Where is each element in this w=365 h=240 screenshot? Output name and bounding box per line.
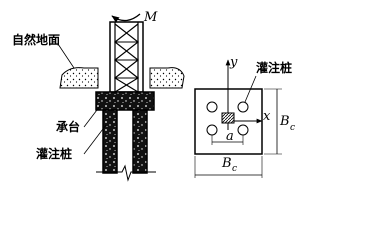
y-axis-label: y <box>229 55 238 70</box>
pile-plan-top-left <box>206 101 218 113</box>
moment-label: M <box>143 10 158 25</box>
moment-arrow <box>111 13 141 23</box>
height-dimension: B c <box>264 88 295 155</box>
plan-pile-label: 灌注桩 <box>255 60 292 75</box>
pile-plan-bottom-left <box>206 124 218 136</box>
break-line <box>96 164 156 182</box>
cap-label: 承台 <box>56 119 80 134</box>
height-subscript: c <box>290 123 295 133</box>
pile-label: 灌注桩 <box>35 146 72 161</box>
pile-cap <box>95 91 155 111</box>
spacing-label: a <box>226 129 234 144</box>
plan-view: y x a 灌注桩 B c B c <box>194 55 295 178</box>
elevation-view: M 自然地面 承台 灌注桩 <box>12 10 185 182</box>
width-subscript: c <box>232 164 237 174</box>
column-section <box>221 112 235 124</box>
left-soil <box>59 67 99 89</box>
pile-left <box>102 109 118 174</box>
pile-foundation-diagram: M 自然地面 承台 灌注桩 y x <box>12 10 295 182</box>
ground-label: 自然地面 <box>12 32 60 47</box>
pile-right <box>132 109 148 174</box>
width-dimension: B c <box>194 156 263 178</box>
right-soil <box>149 67 185 89</box>
pile-plan-top-right <box>237 101 249 113</box>
width-label: B <box>221 156 232 171</box>
height-label: B <box>279 114 290 129</box>
pile-plan-bottom-right <box>237 124 249 136</box>
column <box>109 21 144 93</box>
x-axis-label: x <box>263 109 271 124</box>
